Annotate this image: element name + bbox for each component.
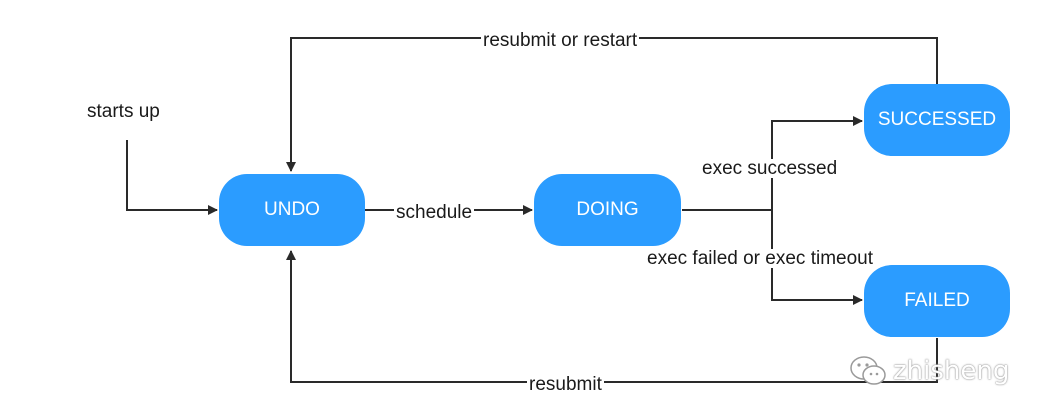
watermark-text: zhisheng — [893, 356, 1010, 386]
edge-starts-up — [126, 140, 218, 215]
node-failed: FAILED — [864, 265, 1010, 337]
edge-exec-successed — [771, 116, 863, 210]
label-exec-successed: exec successed — [700, 158, 840, 179]
wechat-icon — [850, 356, 886, 385]
label-schedule: schedule — [394, 202, 475, 223]
label-resubmit: resubmit — [527, 374, 604, 395]
edge-resubmit — [286, 250, 938, 383]
label-exec-failed: exec failed or exec timeout — [645, 248, 876, 269]
node-successed: SUCCESSED — [864, 84, 1010, 156]
node-successed-label: SUCCESSED — [877, 109, 997, 130]
node-doing-label: DOING — [576, 199, 639, 220]
node-failed-label: FAILED — [904, 290, 970, 311]
label-starts-up: starts up — [87, 101, 160, 122]
node-doing: DOING — [534, 174, 681, 246]
edge-resubmit-or-restart — [286, 37, 938, 172]
node-undo-label: UNDO — [264, 199, 320, 220]
node-undo: UNDO — [219, 174, 365, 246]
label-resubmit-or-restart: resubmit or restart — [481, 30, 640, 51]
edge-exec-failed — [771, 210, 863, 305]
